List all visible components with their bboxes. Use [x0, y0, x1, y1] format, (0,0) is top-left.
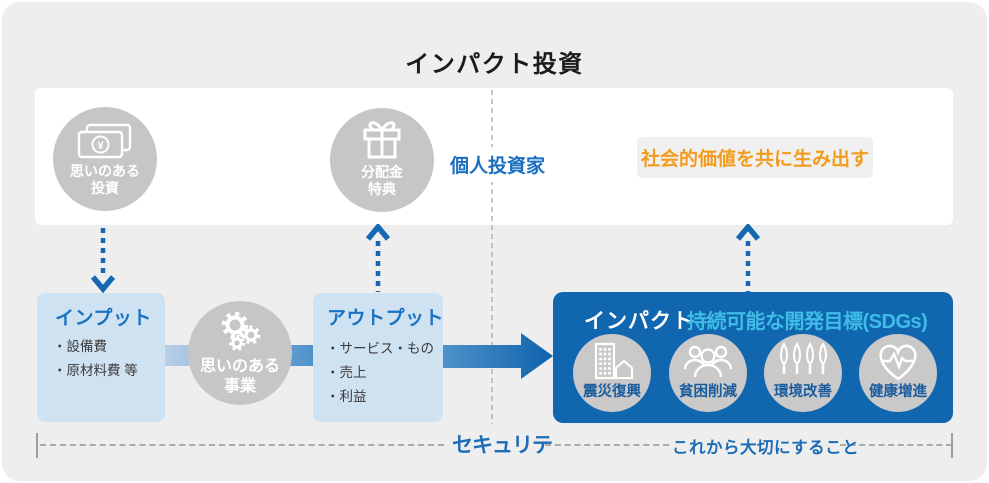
- money-icon: ¥: [53, 122, 157, 167]
- heart-pulse-icon: [859, 342, 937, 387]
- goal-label: 健康増進: [869, 384, 927, 400]
- svg-text:¥: ¥: [97, 140, 104, 152]
- dashed-line-middle: [545, 444, 669, 446]
- vertical-dashed-divider: [491, 90, 493, 424]
- output-item: ・利益: [326, 389, 367, 404]
- impact-box: インパクト 持続可能な開発目標(SDGs) 震災復興: [553, 292, 953, 423]
- goal-circle-disaster: 震災復興: [573, 334, 651, 412]
- goal-label: 環境改善: [774, 384, 832, 400]
- dotted-arrow-up-dividend-icon: [365, 224, 391, 292]
- goal-circle-health: 健康増進: [859, 334, 937, 412]
- output-box-items: ・サービス・もの ・売上 ・利益: [326, 337, 434, 409]
- flow-arrow: [443, 333, 553, 379]
- business-circle-label: 思いのある 事業: [199, 358, 280, 395]
- future-priority-label: これから大切にすること: [672, 439, 860, 457]
- dotted-arrow-down-icon: [90, 228, 116, 294]
- investor-label: 個人投資家: [443, 147, 553, 182]
- input-box-items: ・設備費 ・原材料費 等: [53, 335, 138, 383]
- output-item: ・サービス・もの: [326, 341, 434, 356]
- business-circle: 思いのある 事業: [188, 301, 292, 405]
- goal-label: 貧困削減: [679, 384, 737, 400]
- gears-icon: [188, 311, 292, 362]
- dotted-arrow-up-impact-icon: [735, 224, 761, 292]
- sdgs-subtitle: 持続可能な開発目標(SDGs): [687, 311, 928, 333]
- investment-circle-label: 思いのある 投資: [70, 163, 140, 196]
- dividend-circle: 分配金 特典: [330, 108, 434, 212]
- input-item: ・原材料費 等: [53, 363, 138, 378]
- dashed-line-left: [40, 444, 444, 446]
- gift-icon: [330, 118, 434, 169]
- goal-circle-environment: 環境改善: [764, 334, 842, 412]
- input-item: ・設備費: [53, 339, 107, 354]
- goal-circle-poverty: 貧困削減: [669, 334, 747, 412]
- brand-logo: セキュリテ: [452, 434, 553, 457]
- building-house-icon: [573, 341, 651, 386]
- input-box-title: インプット: [55, 308, 152, 329]
- goal-label: 震災復興: [583, 384, 641, 400]
- investment-circle: ¥ 思いのある 投資: [53, 107, 157, 211]
- page-title: インパクト投資: [405, 51, 584, 78]
- dividend-circle-label: 分配金 特典: [361, 164, 403, 197]
- bracket-tick-right: [951, 433, 953, 458]
- impact-box-title: インパクト: [584, 310, 694, 333]
- bracket-tick-left: [36, 433, 38, 458]
- people-icon: [669, 343, 747, 386]
- trees-icon: [764, 341, 842, 385]
- output-item: ・売上: [326, 365, 367, 380]
- output-box: アウトプット ・サービス・もの ・売上 ・利益: [313, 293, 445, 422]
- output-box-title: アウトプット: [327, 308, 445, 329]
- dashed-line-right: [840, 444, 952, 446]
- input-box: インプット ・設備費 ・原材料費 等: [37, 293, 165, 422]
- social-value-banner: 社会的価値を共に生み出す: [637, 137, 873, 178]
